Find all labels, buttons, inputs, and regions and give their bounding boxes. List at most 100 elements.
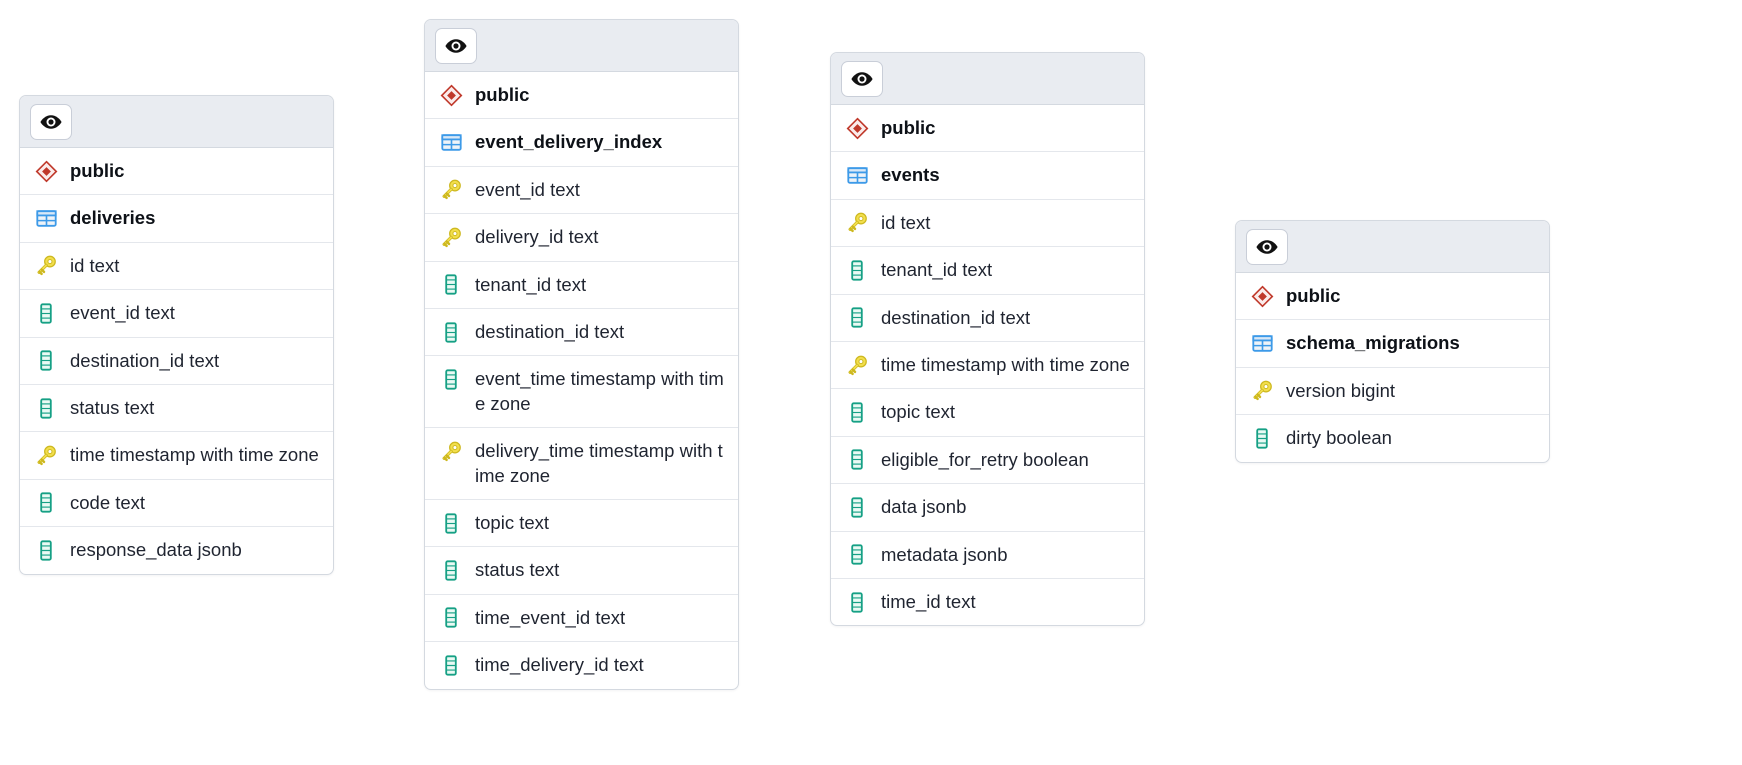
table-row[interactable]: time timestamp with time zone (20, 432, 333, 480)
table-card-header (831, 53, 1144, 105)
table-card-header (425, 20, 738, 72)
eye-icon[interactable] (30, 103, 72, 140)
table-name-row[interactable]: deliveries (20, 195, 333, 243)
schema-label: public (1286, 285, 1341, 306)
column-icon (844, 496, 870, 518)
key-icon (844, 354, 870, 376)
column-label: delivery_id text (475, 226, 599, 248)
table-row[interactable]: destination_id text (831, 295, 1144, 343)
table-row[interactable]: version bigint (1236, 368, 1549, 416)
table-row[interactable]: event_time timestamp with time zone (425, 356, 738, 429)
column-label: time_delivery_id text (475, 654, 644, 676)
table-row[interactable]: delivery_time timestamp with time zone (425, 428, 738, 501)
key-icon (438, 226, 464, 248)
table-row[interactable]: time_id text (831, 579, 1144, 625)
column-label: id text (881, 211, 931, 233)
column-icon (438, 559, 464, 581)
column-icon (844, 591, 870, 613)
table-row[interactable]: delivery_id text (425, 214, 738, 262)
table-row[interactable]: time_event_id text (425, 595, 738, 643)
eye-icon[interactable] (841, 60, 883, 97)
key-icon (844, 212, 870, 234)
column-label: response_data jsonb (70, 539, 242, 561)
key-icon (33, 255, 59, 277)
column-label: destination_id text (881, 306, 1031, 328)
column-icon (438, 512, 464, 534)
table-row[interactable]: event_id text (425, 167, 738, 215)
column-label: tenant_id text (475, 273, 587, 295)
column-label: event_time timestamp with time zone (475, 368, 724, 414)
table-row[interactable]: status text (20, 385, 333, 433)
table-row[interactable]: data jsonb (831, 484, 1144, 532)
column-label: event_id text (475, 178, 580, 200)
schema-row[interactable]: public (1236, 273, 1549, 321)
table-row[interactable]: time timestamp with time zone (831, 342, 1144, 390)
schema-diamond-icon (1249, 285, 1275, 307)
key-icon (1249, 380, 1275, 402)
table-name-row[interactable]: schema_migrations (1236, 320, 1549, 368)
key-icon (438, 440, 464, 462)
column-label: version bigint (1286, 379, 1396, 401)
table-row[interactable]: topic text (425, 500, 738, 548)
column-label: destination_id text (70, 349, 220, 371)
table-row[interactable]: status text (425, 547, 738, 595)
column-label: time timestamp with time zone (70, 444, 319, 466)
table-name-label: schema_migrations (1286, 332, 1460, 354)
table-row[interactable]: tenant_id text (425, 262, 738, 310)
table-card-events[interactable]: public events id text tenant_id text destina… (830, 52, 1145, 627)
table-card-deliveries[interactable]: public deliveries id text event_id text dest… (19, 95, 334, 575)
column-icon (844, 259, 870, 281)
column-label: time_id text (881, 591, 976, 613)
table-grid-icon (1249, 332, 1275, 354)
column-icon (33, 302, 59, 324)
table-name-label: deliveries (70, 207, 156, 229)
table-card-event_delivery_index[interactable]: public event_delivery_index event_id text d… (424, 19, 739, 690)
column-icon (33, 350, 59, 372)
table-row[interactable]: time_delivery_id text (425, 642, 738, 688)
table-name-row[interactable]: event_delivery_index (425, 119, 738, 167)
column-label: status text (70, 397, 155, 419)
eye-icon[interactable] (1246, 228, 1288, 265)
column-label: status text (475, 559, 560, 581)
column-label: code text (70, 491, 146, 513)
column-label: eligible_for_retry boolean (881, 448, 1089, 470)
table-name-label: events (881, 164, 940, 186)
table-row[interactable]: eligible_for_retry boolean (831, 437, 1144, 485)
column-icon (844, 307, 870, 329)
table-row[interactable]: topic text (831, 389, 1144, 437)
eye-icon[interactable] (435, 27, 477, 64)
schema-row[interactable]: public (425, 72, 738, 120)
table-card-header (20, 96, 333, 148)
table-row[interactable]: event_id text (20, 290, 333, 338)
column-label: event_id text (70, 302, 175, 324)
column-label: destination_id text (475, 321, 625, 343)
table-row[interactable]: id text (20, 243, 333, 291)
column-icon (438, 321, 464, 343)
schema-label: public (475, 84, 530, 105)
table-row[interactable]: id text (831, 200, 1144, 248)
table-row[interactable]: metadata jsonb (831, 532, 1144, 580)
table-row[interactable]: destination_id text (425, 309, 738, 357)
table-grid-icon (438, 131, 464, 153)
schema-diamond-icon (438, 84, 464, 106)
table-card-header (1236, 221, 1549, 273)
column-icon (844, 449, 870, 471)
schema-label: public (70, 160, 125, 181)
table-name-row[interactable]: events (831, 152, 1144, 200)
column-icon (438, 607, 464, 629)
table-row[interactable]: response_data jsonb (20, 527, 333, 573)
schema-label: public (881, 117, 936, 138)
table-row[interactable]: dirty boolean (1236, 415, 1549, 461)
schema-row[interactable]: public (831, 105, 1144, 153)
table-row[interactable]: destination_id text (20, 338, 333, 386)
schema-row[interactable]: public (20, 148, 333, 196)
column-label: delivery_time timestamp with time zone (475, 440, 723, 486)
table-row[interactable]: code text (20, 480, 333, 528)
column-icon (438, 368, 464, 390)
table-row[interactable]: tenant_id text (831, 247, 1144, 295)
key-icon (438, 179, 464, 201)
schema-diamond-icon (844, 117, 870, 139)
table-grid-icon (844, 164, 870, 186)
